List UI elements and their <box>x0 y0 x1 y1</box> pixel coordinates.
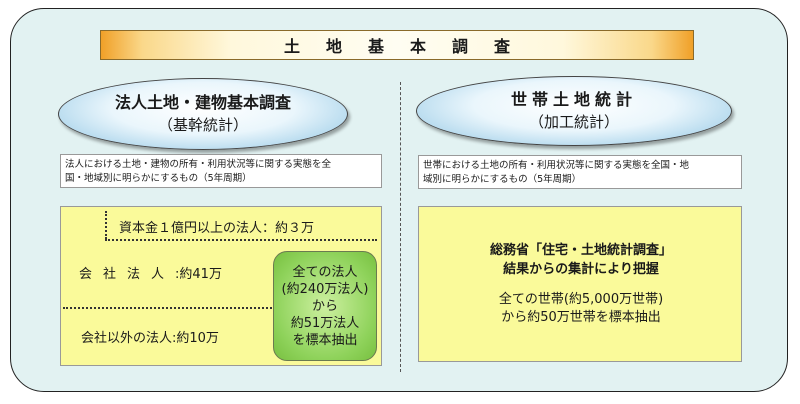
sample-box-line: を標本抽出 <box>292 332 358 348</box>
source-line1: 総務省「住宅・土地統計調査」 <box>489 243 672 258</box>
right-survey-oval: 世帯土地統計 （加工統計） <box>416 76 732 146</box>
sample-box-line: (約240万法人) <box>281 281 369 297</box>
row-non-company-corporations: 会社以外の法人:約10万 <box>81 331 219 346</box>
household-sample-line2: から約50万世帯を標本抽出 <box>501 310 661 325</box>
left-description-line2: 国・地域別に明らかにするもの（5年周期） <box>65 173 252 184</box>
row-capital-over-100m: 資本金１億円以上の法人：約３万 <box>119 221 315 236</box>
left-survey-kind: （基幹統計） <box>157 116 248 134</box>
row-company-label: 会社法人 <box>79 267 176 282</box>
dotted-divider-bottom <box>63 307 275 309</box>
right-survey-kind: （加工統計） <box>528 113 619 131</box>
diagram-title: 土地基本調査 <box>100 30 694 60</box>
sample-box-line: から <box>311 298 338 314</box>
dotted-divider-top <box>105 239 377 241</box>
right-description: 世帯における土地の所有・利用状況等に関する実態を全国・地 域別に明らかにするもの… <box>418 155 742 189</box>
dotted-bracket-vertical <box>105 211 107 239</box>
sample-extraction-box: 全ての法人 (約240万法人) から 約51万法人 を標本抽出 <box>273 251 377 361</box>
left-survey-name: 法人土地・建物基本調査 <box>114 93 291 112</box>
row-company-corporations: 会社法人:約41万 <box>79 263 222 282</box>
right-description-line2: 域別に明らかにするもの（5年周期） <box>423 174 582 185</box>
sample-box-line: 全ての法人 <box>292 264 358 280</box>
center-divider <box>400 82 401 372</box>
sample-box-line: 約51万法人 <box>290 315 360 331</box>
left-detail-panel: 資本金１億円以上の法人：約３万 会社法人:約41万 会社以外の法人:約10万 全… <box>60 206 382 366</box>
right-detail-panel: 総務省「住宅・土地統計調査」 結果からの集計により把握 全ての世帯(約5,000… <box>418 206 742 362</box>
household-sample-line1: 全ての世帯(約5,000万世帯) <box>498 292 664 307</box>
right-description-line1: 世帯における土地の所有・利用状況等に関する実態を全国・地 <box>423 160 690 171</box>
right-survey-name: 世帯土地統計 <box>510 90 637 109</box>
row-company-value: :約41万 <box>175 267 222 282</box>
source-line2: 結果からの集計により把握 <box>503 262 659 277</box>
left-description-line1: 法人における土地・建物の所有・利用状況等に関する実態を全 <box>65 159 332 170</box>
left-survey-oval: 法人土地・建物基本調査 （基幹統計） <box>58 78 348 150</box>
left-description: 法人における土地・建物の所有・利用状況等に関する実態を全 国・地域別に明らかにす… <box>60 154 382 188</box>
